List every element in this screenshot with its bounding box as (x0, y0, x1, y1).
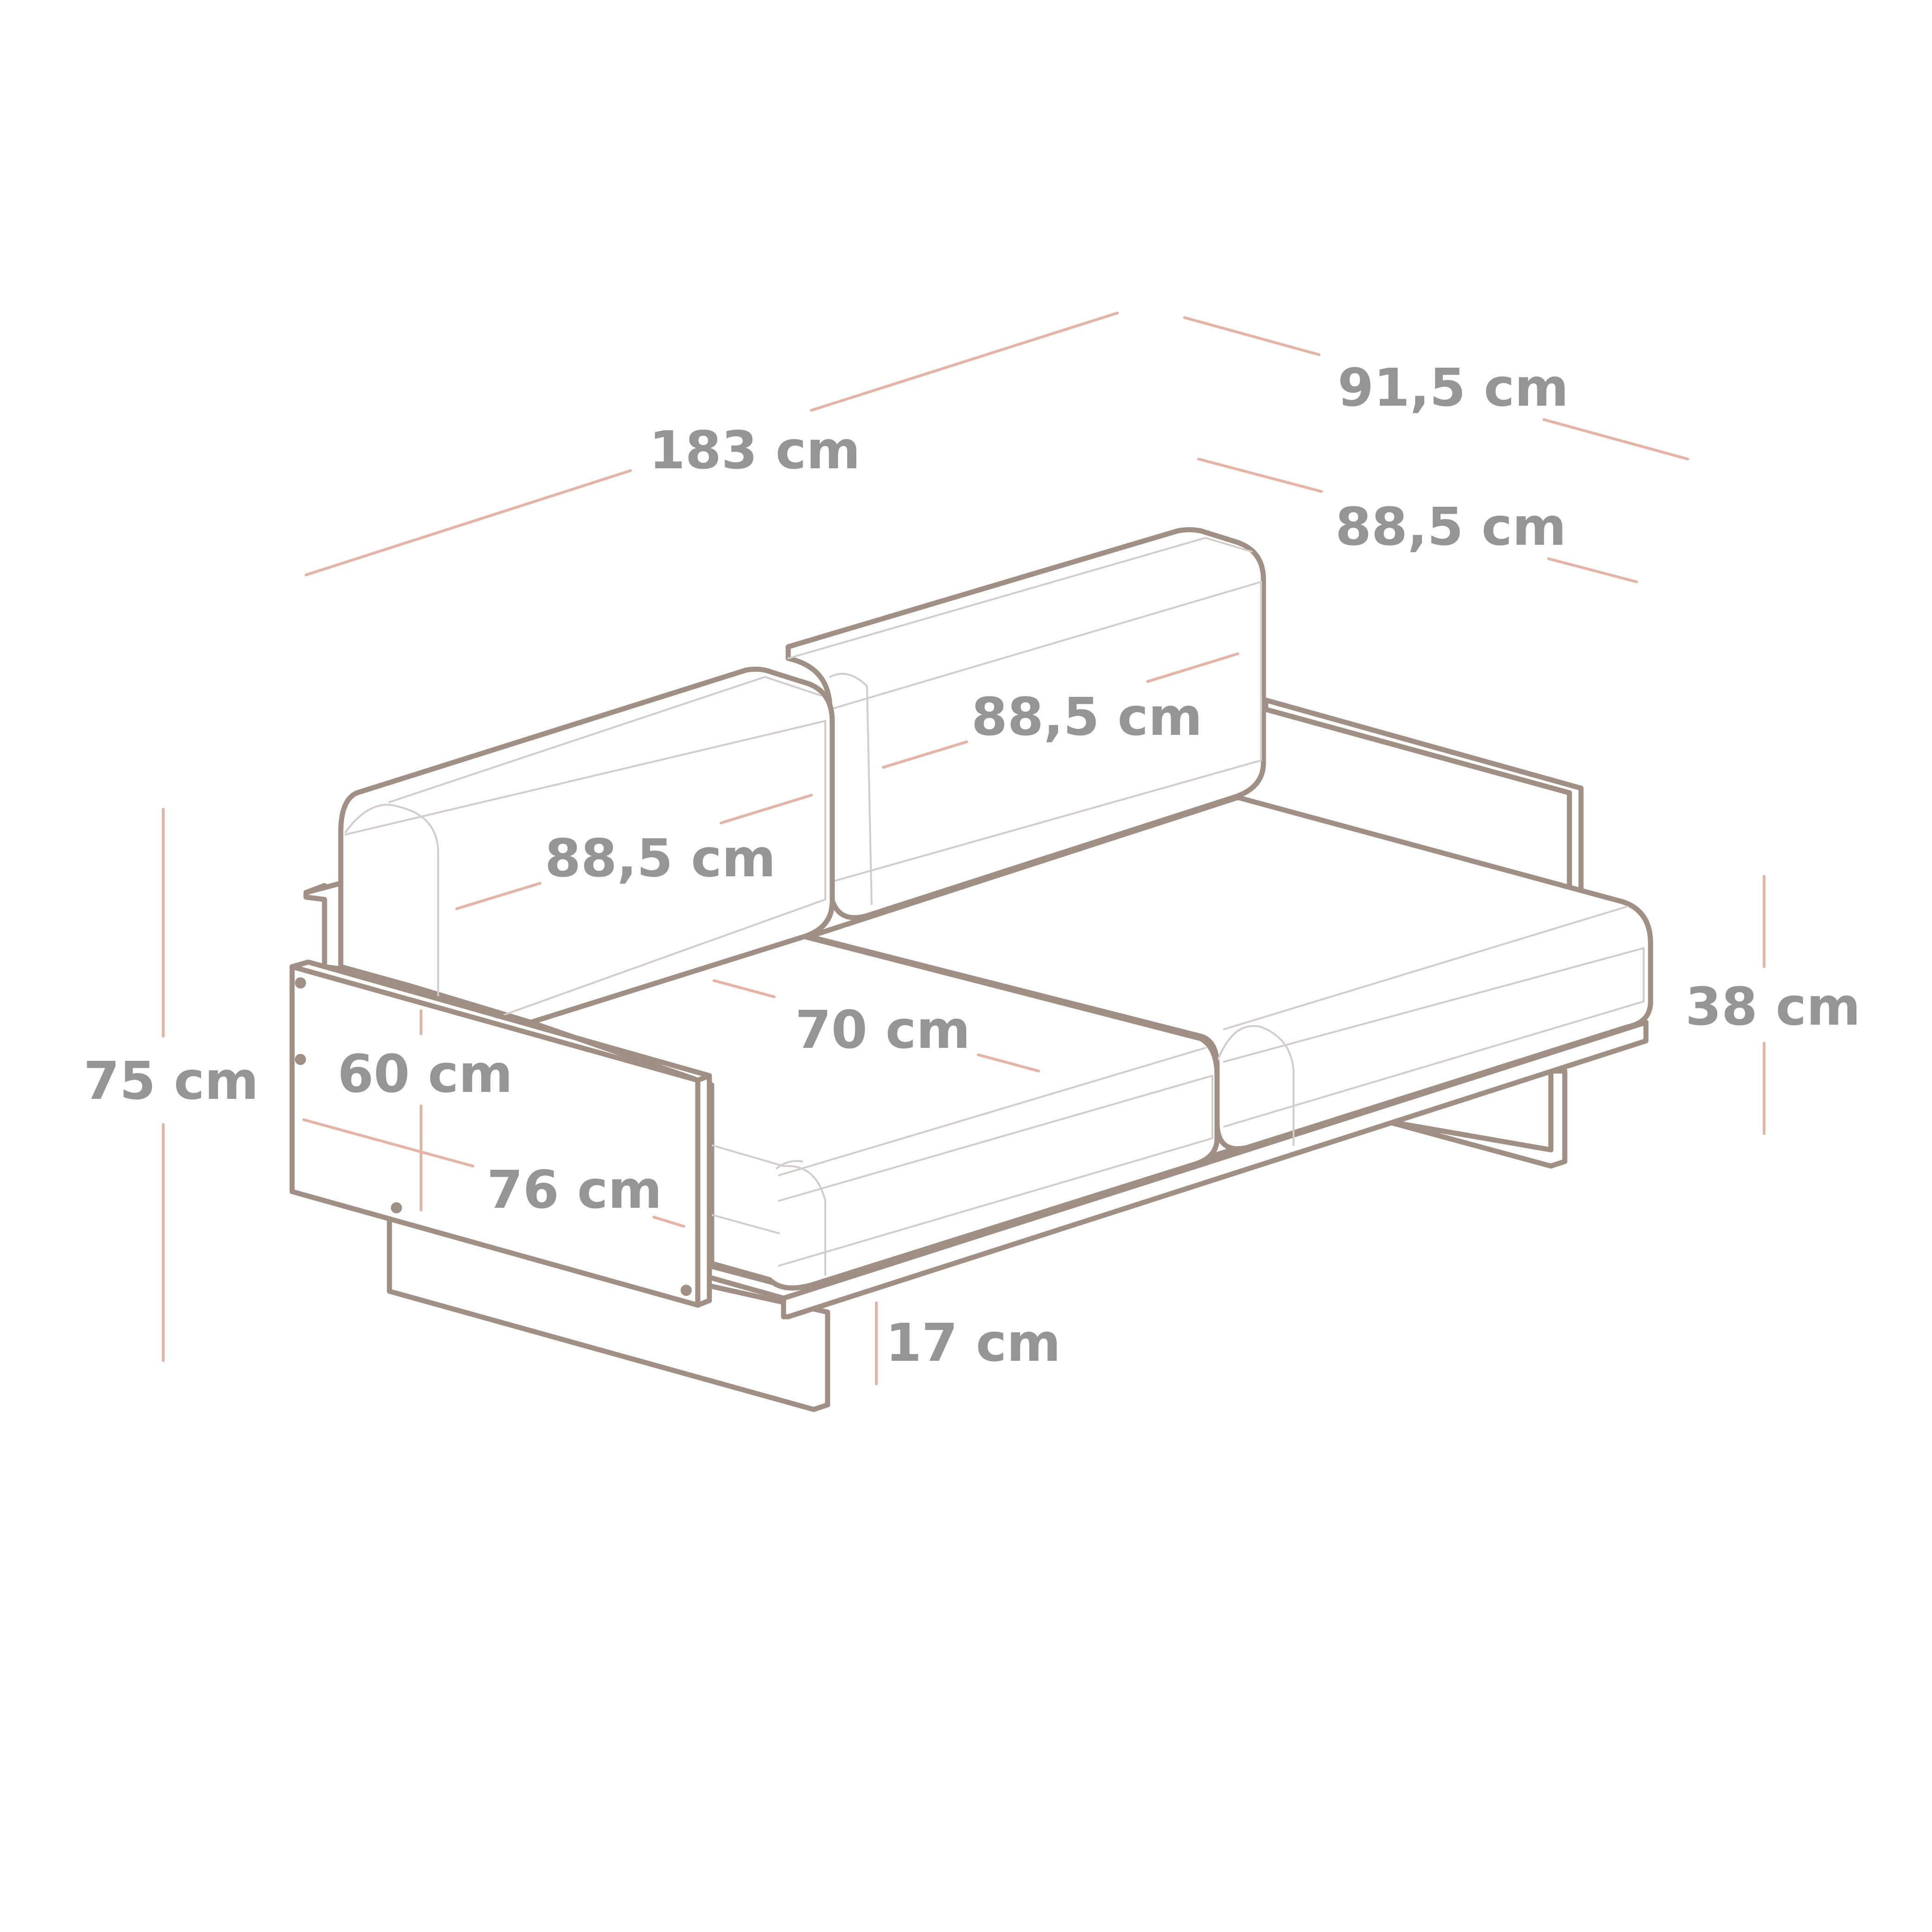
label-armrest-height: 60 cm (338, 1044, 513, 1104)
dim-left-cushion-line-b (720, 794, 813, 824)
armrest-screw-2 (295, 1054, 306, 1065)
dim-depth-line-a (1183, 316, 1320, 356)
dim-cushion-width-line-b (1547, 557, 1638, 583)
left-armrest-back-post (303, 880, 344, 972)
label-back-cushion-right: 88,5 cm (971, 687, 1202, 747)
dimension-labels: 183 cm 91,5 cm 88,5 cm 88,5 cm 88,5 cm 7… (83, 358, 1861, 1373)
right-armrest-edge (1263, 707, 1572, 796)
dimension-lines (162, 312, 1766, 1385)
dim-right-cushion-line-b (1146, 652, 1239, 683)
label-leg-height: 17 cm (886, 1313, 1061, 1373)
back-cushion-left (338, 666, 835, 1025)
dim-width-line-a (305, 469, 632, 576)
back-cushion-right (785, 527, 1266, 920)
back-cushions (338, 527, 1266, 1025)
armrest-screw-4 (681, 1285, 692, 1296)
dim-width-line-b (810, 312, 1119, 412)
seat-cushion-left (528, 934, 1220, 1291)
dim-depth-line-b (1543, 418, 1689, 460)
label-back-cushion-left: 88,5 cm (545, 829, 776, 889)
seat-cushions (528, 795, 1653, 1291)
sofa-legs (387, 1068, 1568, 1412)
dim-left-cushion-line-a (455, 882, 542, 910)
left-armrest-top-edge (289, 959, 712, 1078)
label-armrest-depth: 76 cm (487, 1160, 662, 1220)
left-leg (387, 1212, 830, 1412)
dim-cushion-width-line-a (1197, 458, 1323, 493)
dim-armrest-depth-line-a (302, 1118, 474, 1167)
armrest-screw-1 (295, 977, 306, 988)
label-total-width: 183 cm (649, 421, 861, 481)
left-armrest (289, 880, 712, 1308)
label-back-cushion-width: 88,5 cm (1335, 497, 1566, 557)
label-total-depth: 91,5 cm (1338, 358, 1569, 418)
label-seat-depth: 70 cm (795, 1000, 970, 1060)
dim-armrest-depth-line-b (652, 1216, 685, 1228)
seat-cushion-left-seam (711, 1047, 1213, 1276)
dim-right-cushion-line-a (882, 740, 968, 769)
dim-seat-depth-line-b (977, 1053, 1040, 1072)
dim-seat-depth-line-a (713, 979, 776, 998)
back-cushion-left-seam (344, 676, 826, 1019)
back-cushion-right-seam (787, 537, 1262, 905)
label-seat-height: 38 cm (1685, 977, 1861, 1037)
label-total-height: 75 cm (83, 1051, 259, 1111)
armrest-screw-3 (391, 1202, 402, 1213)
